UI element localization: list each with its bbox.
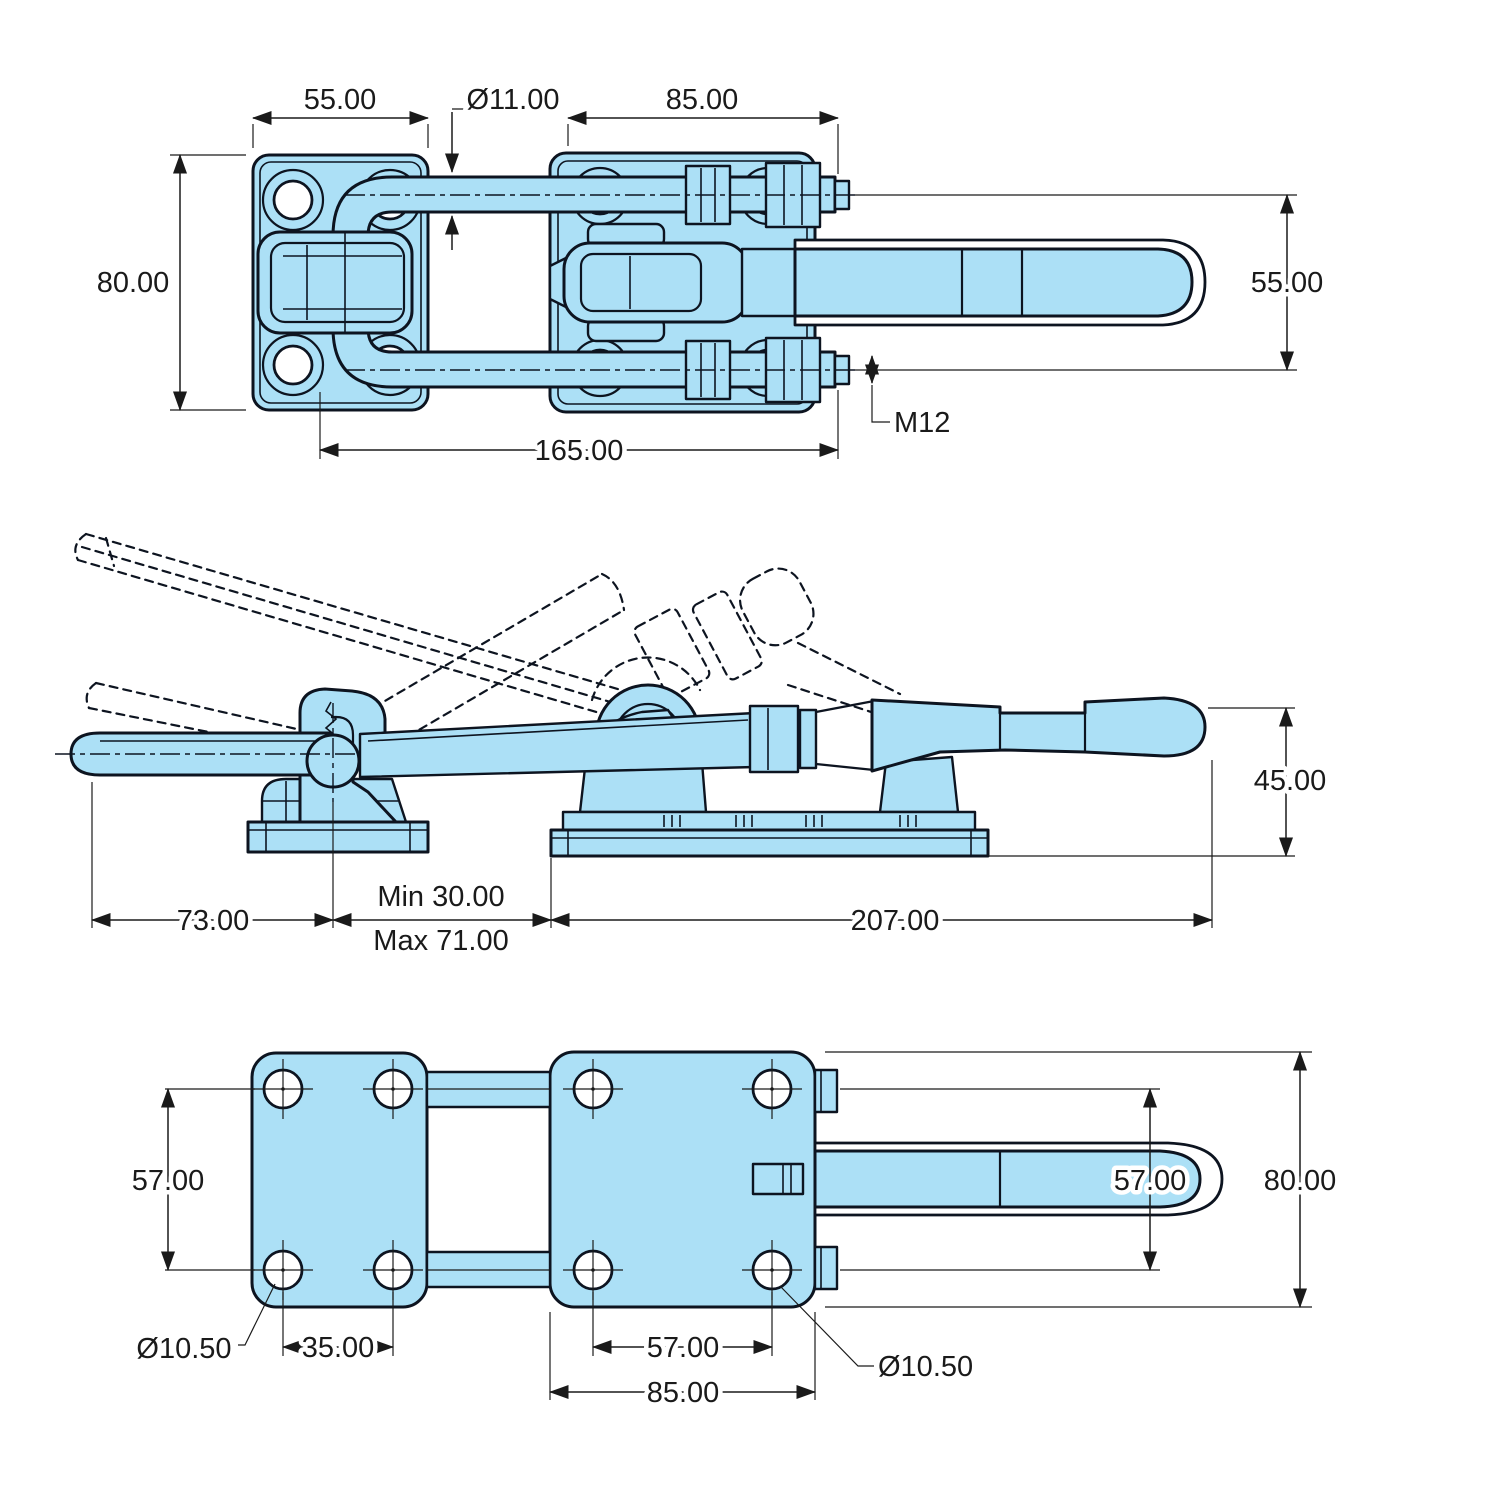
dim-side-travel-min: Min 30.00 (377, 881, 504, 913)
top-view: 55.00 Ø11.00 85.00 80.00 55.00 165.00 (92, 80, 1328, 472)
dim-bottom-base-hole-spacing-v: 57.00 (1114, 1165, 1187, 1197)
dim-side-travel-max: Max 71.00 (373, 925, 508, 957)
dim-bottom-keeper-hole-dia: Ø10.50 (136, 1333, 231, 1365)
serration-marks (663, 815, 917, 827)
dim-top-thread: M12 (894, 407, 950, 439)
keeper-plate-bottom (250, 1051, 429, 1309)
dim-top-plate-height: 80.00 (97, 267, 170, 299)
dim-top-plate-width: 55.00 (304, 84, 377, 116)
dim-bottom-keeper-hole-spacing-v: 57.00 (132, 1165, 205, 1197)
u-bolt-side (55, 703, 372, 802)
dim-bottom-keeper-hole-spacing-h: 35.00 (302, 1332, 375, 1364)
hole (742, 1059, 802, 1119)
mounting-holes-bottom (253, 1059, 802, 1300)
dim-top-rod-spacing: 55.00 (1251, 267, 1324, 299)
rod-and-lever-side (358, 696, 1207, 779)
hole (563, 1059, 623, 1119)
hole (363, 1059, 423, 1119)
dim-side-length: 207.00 (851, 905, 940, 937)
hole (253, 1240, 313, 1300)
dim-top-overall-length: 165.00 (535, 435, 624, 467)
dim-top-body-width: 85.00 (666, 84, 739, 116)
hole (253, 1059, 313, 1119)
catch-block-top (256, 230, 414, 335)
hole-row-centerlines (165, 1051, 1312, 1308)
hole (563, 1240, 623, 1300)
striker-tab (751, 1162, 805, 1196)
dim-side-height: 45.00 (1254, 765, 1327, 797)
edge-details-bottom (751, 1068, 839, 1291)
hole (742, 1240, 802, 1300)
bottom-view-dimensions: 57.00 Ø10.50 35.00 57.00 Ø10.50 85.00 57… (127, 1051, 1341, 1414)
dim-bottom-base-hole-dia: Ø10.50 (878, 1351, 973, 1383)
hole (363, 1240, 423, 1300)
side-view: 73.00 Min 30.00 Max 71.00 207.00 45.00 (55, 532, 1331, 962)
top-view-dimensions: 55.00 Ø11.00 85.00 80.00 55.00 165.00 (92, 80, 1328, 472)
rod-centerlines-top (345, 194, 860, 371)
phantom-open-position (74, 532, 904, 774)
bottom-view: 57.00 Ø10.50 35.00 57.00 Ø10.50 85.00 57… (127, 1050, 1341, 1414)
dim-bottom-base-width: 85.00 (647, 1377, 720, 1409)
keeper-plate-holes (261, 168, 325, 397)
handle-top (793, 238, 1207, 327)
dim-bottom-base-hole-spacing-h: 57.00 (647, 1332, 720, 1364)
dim-top-rod-diameter: Ø11.00 (467, 84, 560, 116)
side-view-dimensions: 73.00 Min 30.00 Max 71.00 207.00 45.00 (91, 707, 1331, 962)
dim-side-tip-offset: 73.00 (177, 905, 250, 937)
dim-bottom-base-height: 80.00 (1264, 1165, 1337, 1197)
handle-bottom (813, 1141, 1224, 1217)
phantom-nuts (633, 567, 815, 698)
